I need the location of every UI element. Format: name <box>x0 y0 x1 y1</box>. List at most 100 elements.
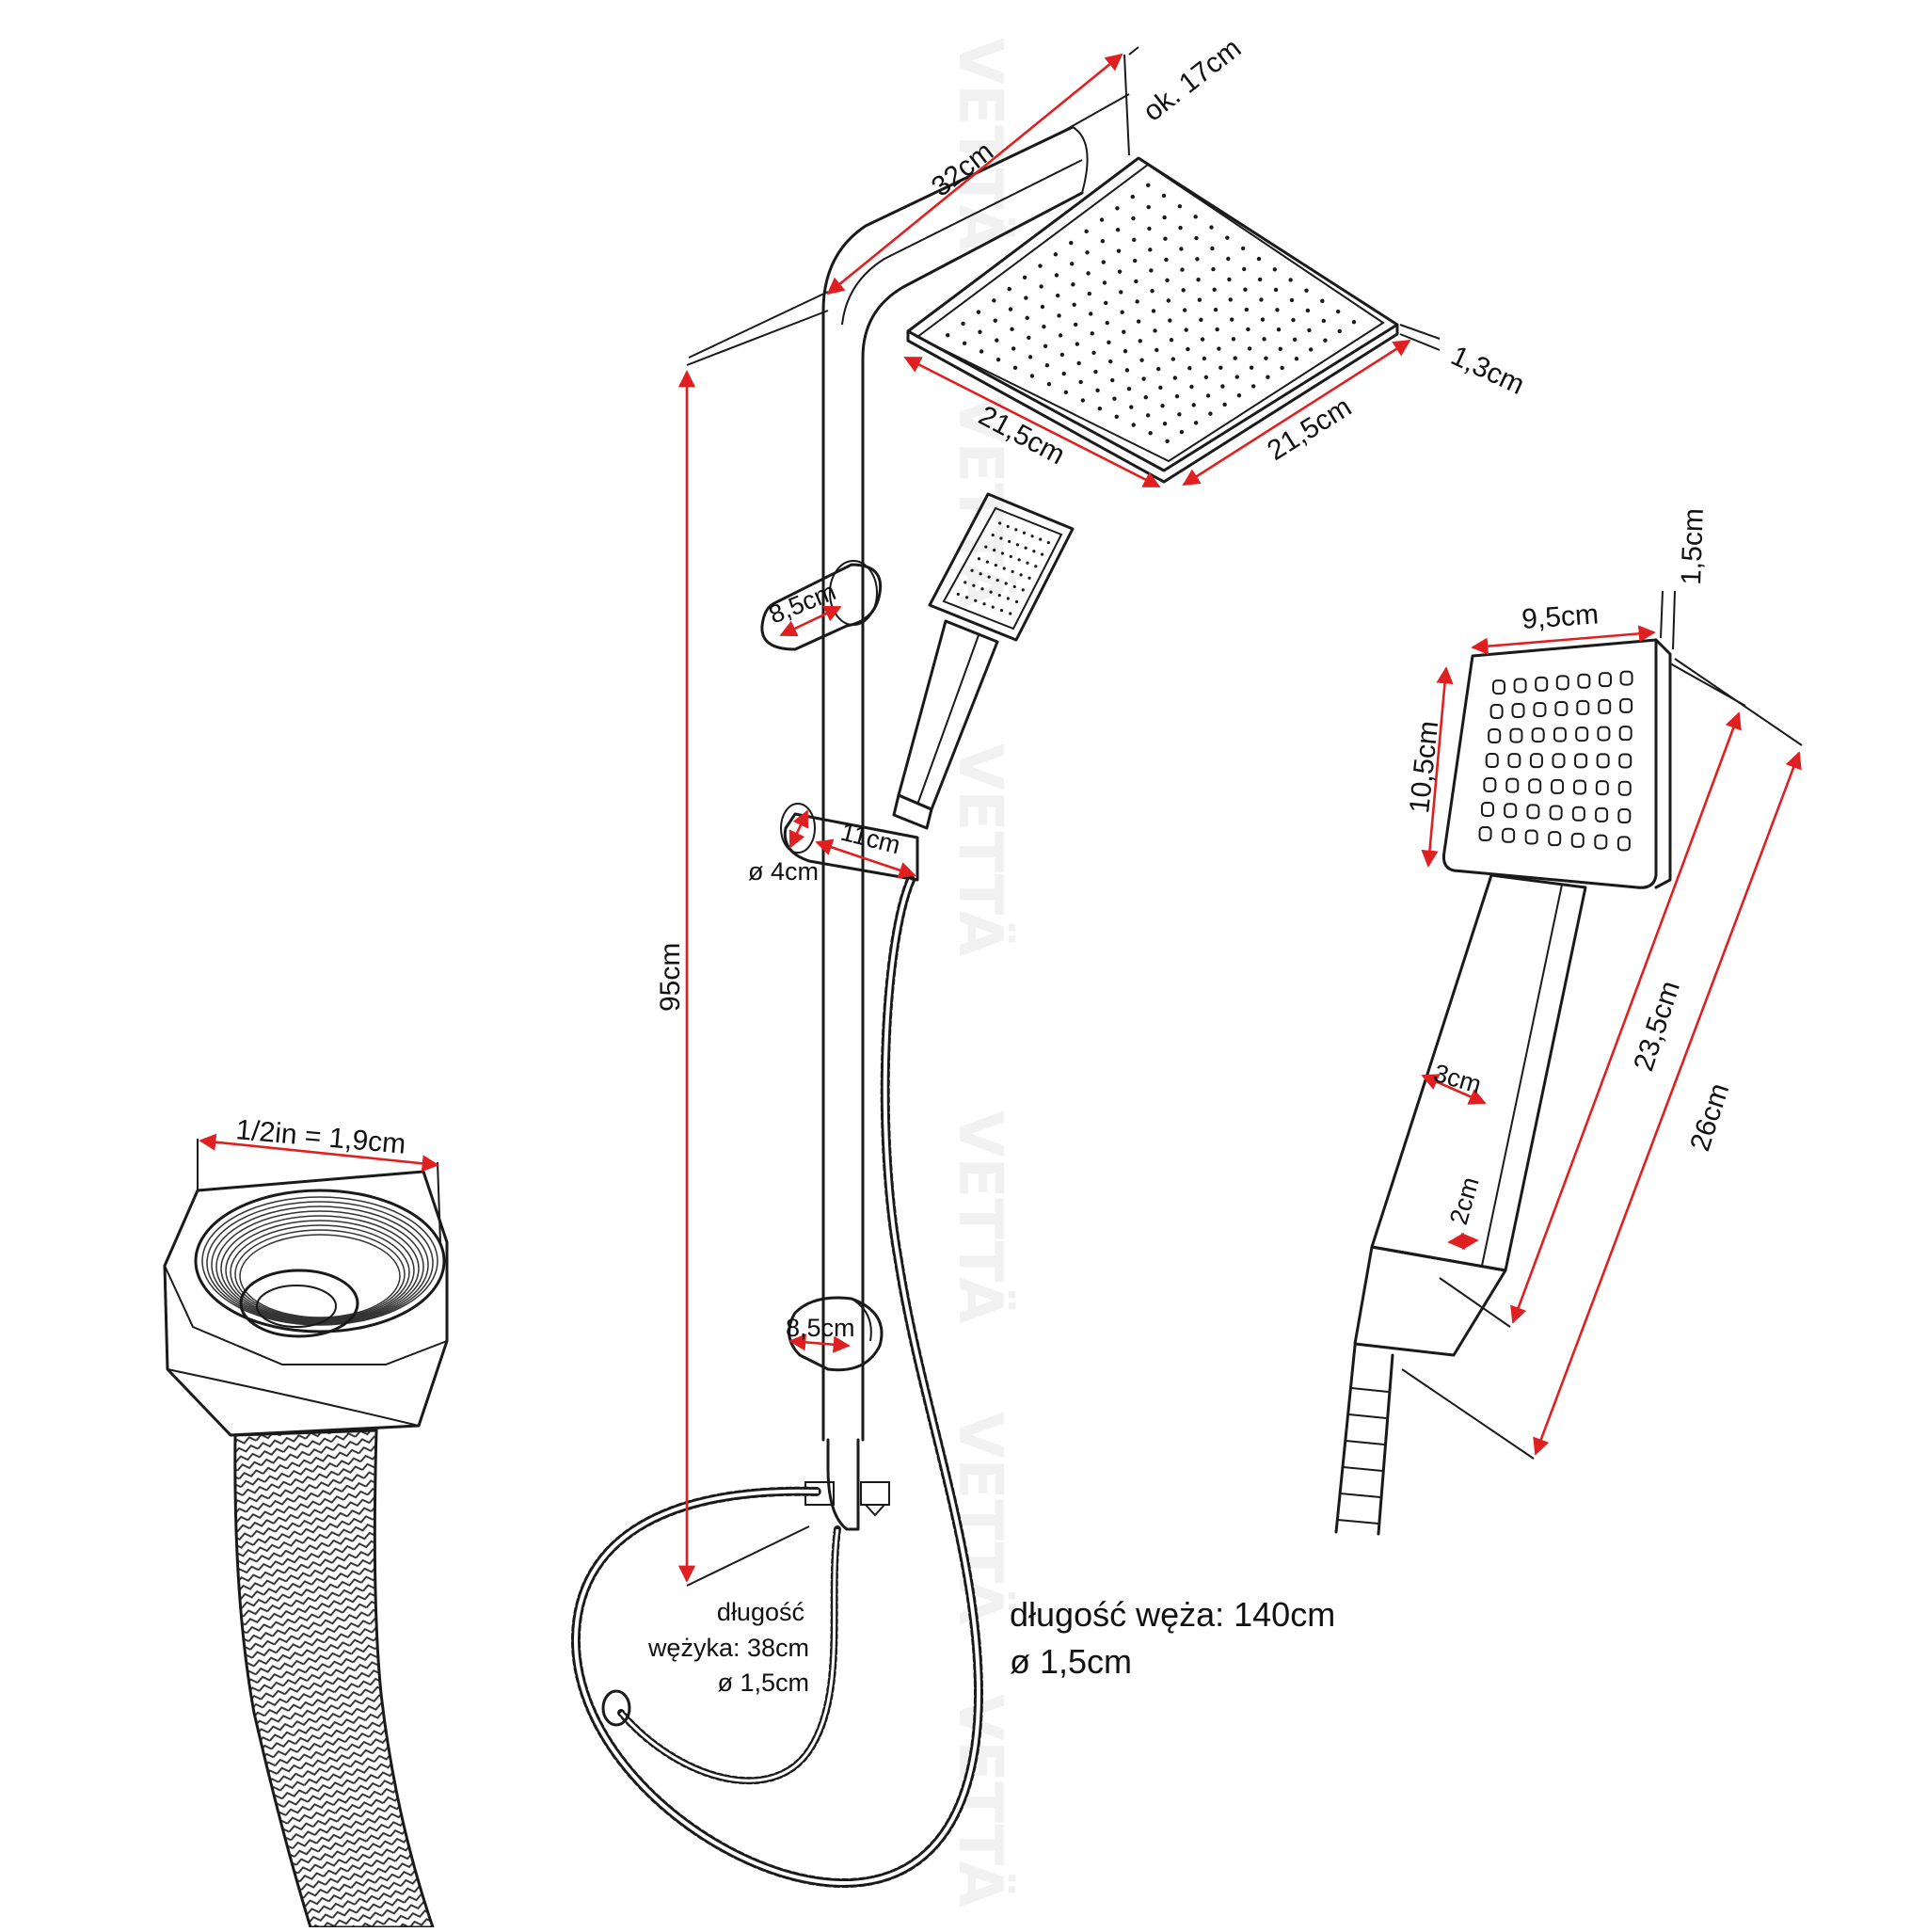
nozzle <box>1078 379 1083 385</box>
nozzle <box>1110 377 1115 383</box>
nozzle <box>1234 375 1239 379</box>
nozzle <box>1124 368 1130 373</box>
nozzle <box>1084 229 1089 234</box>
dim-head-depth: 21,5cm <box>1182 339 1411 487</box>
nozzle <box>982 602 986 606</box>
nozzle <box>1598 698 1612 714</box>
nozzle <box>1193 421 1199 425</box>
nozzle <box>1577 673 1591 689</box>
nozzle <box>1102 280 1107 285</box>
shower-column: 32cm ok. 17cm 21,5cm 21,5cm 1,3cm 95cm <box>570 33 1529 1889</box>
nozzle <box>1004 582 1008 585</box>
nozzle <box>1548 831 1562 847</box>
nozzle <box>1038 263 1043 268</box>
nozzle <box>1027 576 1031 580</box>
nozzle <box>1502 827 1516 843</box>
nozzle <box>1055 293 1060 298</box>
nozzle <box>978 329 982 334</box>
label-lower-holder: 8,5cm <box>786 1314 855 1342</box>
dim-rail-height: 95cm <box>655 310 829 1587</box>
dim-handle-thickness <box>1447 1232 1479 1251</box>
nozzle <box>1148 430 1153 436</box>
detail-head-nozzles <box>1478 670 1633 852</box>
rain-head-edge <box>906 323 1399 484</box>
nozzle <box>1108 359 1113 364</box>
nozzle <box>1120 310 1124 314</box>
nozzle <box>1043 343 1048 349</box>
nozzle <box>1149 268 1154 273</box>
nozzle <box>1156 366 1161 372</box>
nozzle <box>1008 539 1011 544</box>
nozzle <box>1240 246 1246 251</box>
nozzle <box>1250 384 1256 389</box>
nozzle <box>1231 337 1236 342</box>
nozzle <box>1211 266 1216 272</box>
nozzle <box>977 557 981 561</box>
hose-ring <box>1346 1440 1385 1445</box>
nozzle <box>962 341 967 346</box>
hose-ring <box>1343 1466 1383 1472</box>
nozzle <box>1273 287 1279 293</box>
nozzle <box>1323 338 1328 343</box>
hose-ring <box>1348 1413 1387 1419</box>
nozzle <box>1107 340 1111 344</box>
nozzle <box>1027 355 1033 359</box>
nozzle <box>1227 277 1232 282</box>
label-head-thickness: 1,3cm <box>1446 340 1529 400</box>
nozzle <box>1225 235 1230 240</box>
thread-ring <box>225 1220 415 1321</box>
dim-upper-holder <box>779 605 842 637</box>
nozzle <box>1132 237 1137 242</box>
nozzle <box>1007 286 1011 292</box>
short-hose-end <box>601 1689 631 1727</box>
nozzle <box>1570 832 1585 848</box>
nozzle <box>1266 375 1270 379</box>
nozzle <box>1076 360 1081 366</box>
nozzle <box>1115 206 1120 211</box>
label-hand-head-thickness: 1,5cm <box>1676 507 1710 585</box>
nozzle <box>1616 836 1631 852</box>
nozzle <box>964 596 969 599</box>
nozzle <box>1134 279 1139 284</box>
nozzle <box>1320 298 1325 304</box>
nozzle <box>1504 803 1518 819</box>
nozzle <box>1040 552 1044 556</box>
nozzle <box>1217 346 1221 351</box>
nozzle <box>1264 356 1268 360</box>
label-main-hose-length: długość węża: 140cm <box>1010 1595 1335 1634</box>
nozzle <box>1321 318 1327 324</box>
mounted-head-nozzles <box>956 521 1050 615</box>
nozzle <box>1272 267 1278 272</box>
nozzle <box>1507 753 1521 769</box>
nozzle <box>1489 704 1504 720</box>
nozzle <box>1123 349 1128 354</box>
nozzle <box>995 578 999 583</box>
label-rail-height: 95cm <box>655 943 686 1012</box>
nozzle <box>1218 365 1223 370</box>
nozzle <box>994 563 997 567</box>
thread-ring <box>201 1196 438 1326</box>
nozzle <box>1205 393 1211 398</box>
nozzle <box>1553 726 1567 742</box>
label-handle-thickness: 2cm <box>1444 1174 1485 1227</box>
nozzle <box>999 608 1004 613</box>
nozzle <box>992 298 996 303</box>
nozzle <box>1189 384 1194 390</box>
nozzle <box>1026 561 1029 565</box>
thread-ring <box>230 1224 410 1320</box>
nozzle <box>1039 537 1043 541</box>
nozzle <box>1059 352 1065 358</box>
label-total-length: 26cm <box>1684 1079 1735 1155</box>
nozzle <box>991 605 995 609</box>
nozzle <box>999 536 1003 540</box>
nozzle <box>1178 225 1183 231</box>
nozzle <box>1075 342 1080 346</box>
nozzle <box>1617 808 1632 824</box>
nozzle <box>1555 675 1569 691</box>
nozzle <box>1147 226 1152 232</box>
nozzle <box>1141 376 1146 381</box>
nozzle <box>1196 277 1201 282</box>
nozzle <box>1572 779 1586 795</box>
nozzle <box>976 310 981 314</box>
